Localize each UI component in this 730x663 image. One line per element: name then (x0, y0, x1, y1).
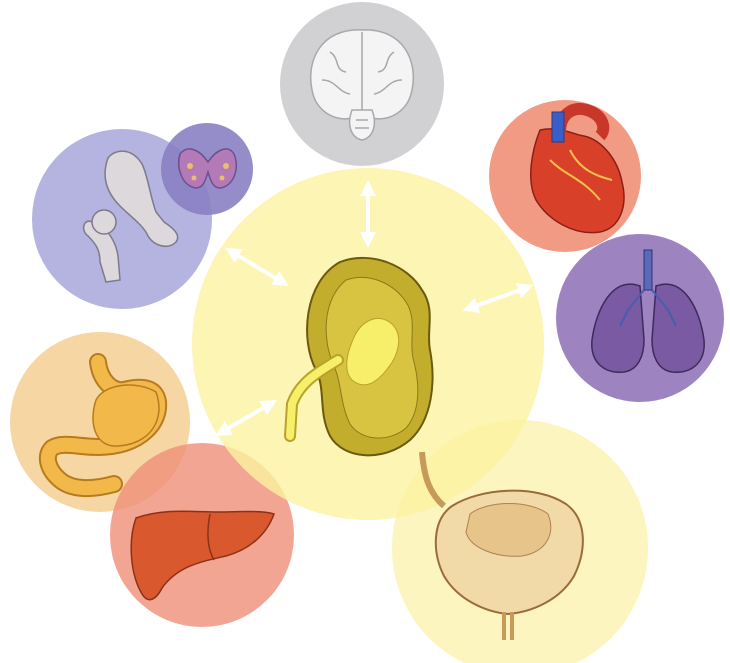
diagram-canvas (0, 0, 730, 663)
kidney-organ-interaction-diagram (0, 0, 730, 663)
